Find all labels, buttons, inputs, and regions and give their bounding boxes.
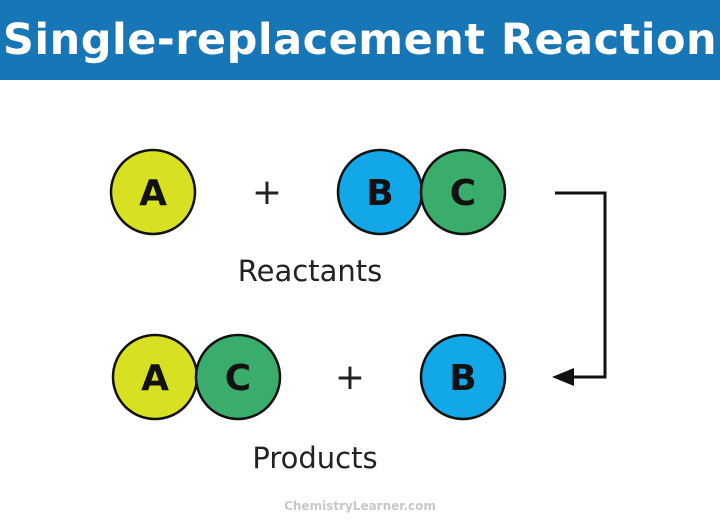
svg-text:B: B [366,173,393,214]
reactants-label: Reactants [238,254,382,288]
watermark: ChemistryLearner.com [284,499,436,513]
svg-text:A: A [141,358,169,399]
title: Single-replacement Reaction [2,15,718,65]
svg-text:C: C [450,173,476,214]
reactant-atom-b: B [336,148,424,236]
product-atom-b: B [419,333,507,421]
svg-text:B: B [449,358,476,399]
products-label: Products [252,441,377,475]
product-plus: + [335,357,365,398]
reactant-atom-a: A [109,148,197,236]
svg-text:C: C [225,358,251,399]
reaction-arrow [552,191,607,386]
product-atom-a: A [111,333,199,421]
reactant-atom-c: C [419,148,507,236]
reactant-plus: + [252,172,282,213]
product-atom-c: C [194,333,282,421]
title-banner: Single-replacement Reaction [0,0,720,80]
svg-text:A: A [139,173,167,214]
